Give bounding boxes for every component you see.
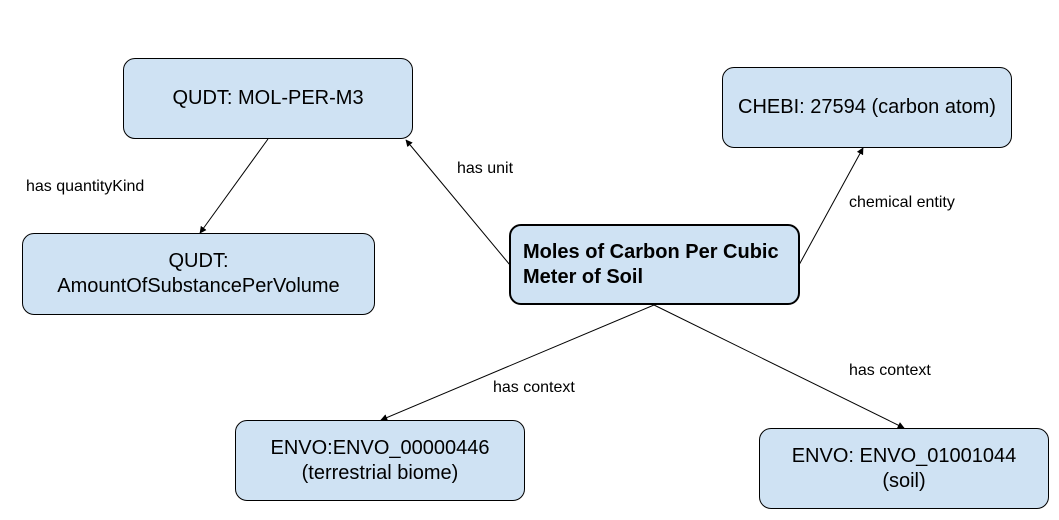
edge-has-context-soil xyxy=(653,304,905,429)
node-chebi-carbon-atom: CHEBI: 27594 (carbon atom) xyxy=(722,67,1012,148)
node-qudt-mol-per-m3: QUDT: MOL-PER-M3 xyxy=(123,58,413,139)
node-envo-terrestrial-biome: ENVO:ENVO_00000446 (terrestrial biome) xyxy=(235,420,525,501)
node-label: QUDT: MOL-PER-M3 xyxy=(172,87,364,109)
node-label: CHEBI: 27594 (carbon atom) xyxy=(738,96,996,118)
edge-label-chemical-entity: chemical entity xyxy=(849,194,955,211)
node-label: ENVO:ENVO_00000446 (terrestrial biome) xyxy=(270,436,490,484)
edge-chemical-entity xyxy=(798,147,864,266)
node-label: QUDT: AmountOfSubstancePerVolume xyxy=(57,250,340,297)
node-qudt-amount-of-substance-per-volume: QUDT: AmountOfSubstancePerVolume xyxy=(22,233,375,315)
edge-has-quantity-kind xyxy=(199,138,269,234)
edge-has-unit xyxy=(405,139,511,266)
node-envo-soil: ENVO: ENVO_01001044 (soil) xyxy=(759,428,1049,509)
edge-has-context-biome xyxy=(380,304,655,421)
node-label: Moles of Carbon Per Cubic Meter of Soil xyxy=(523,240,779,288)
edge-label-has-unit: has unit xyxy=(457,160,514,177)
edge-label-has-context-biome: has context xyxy=(493,379,575,396)
node-moles-of-carbon-per-cubic-meter-of-soil: Moles of Carbon Per Cubic Meter of Soil xyxy=(509,224,800,305)
edge-label-has-quantity-kind: has quantityKind xyxy=(26,178,145,195)
edge-label-has-context-soil: has context xyxy=(849,362,931,379)
node-label: ENVO: ENVO_01001044 (soil) xyxy=(791,444,1017,492)
